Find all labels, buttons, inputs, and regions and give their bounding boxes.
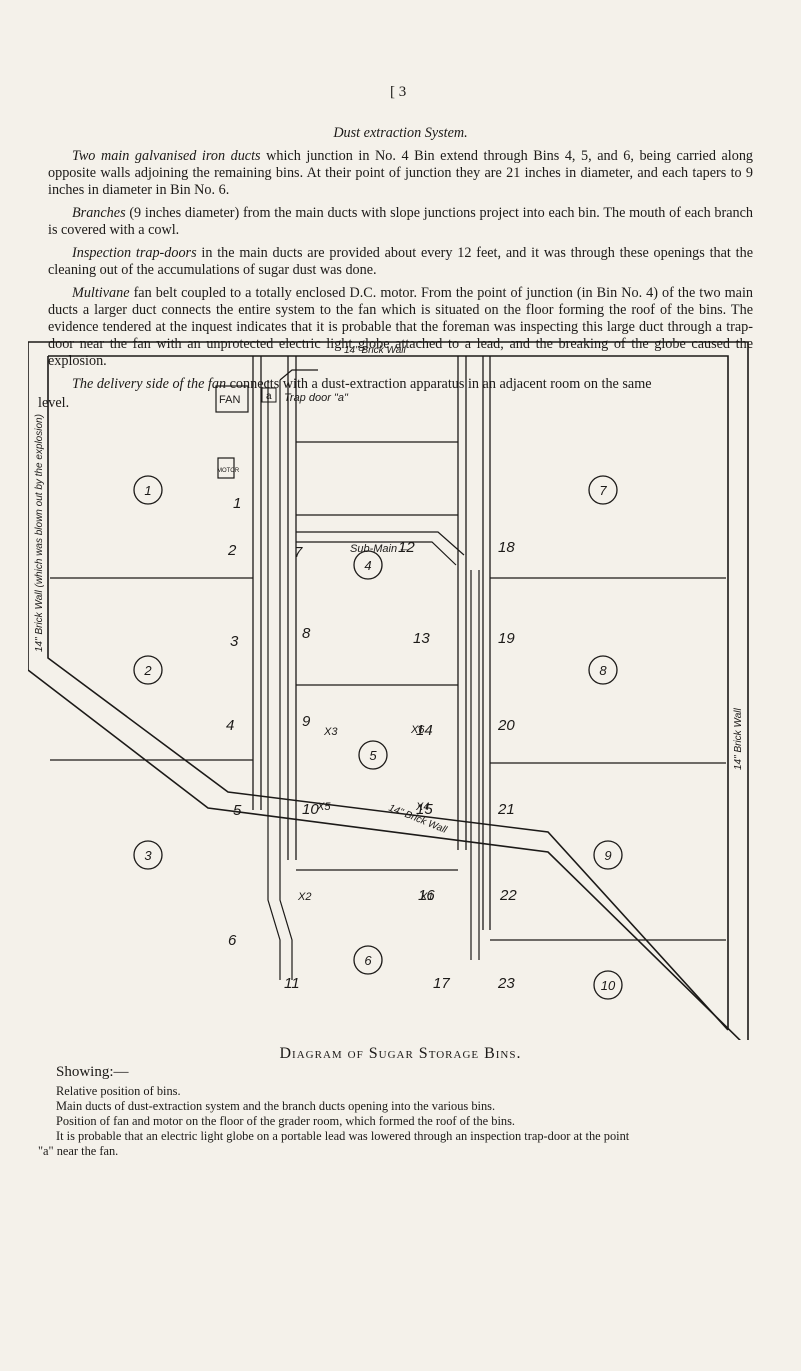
branch-number-9: 9 [302,713,311,730]
branch-number-23: 23 [497,975,515,992]
branch-number-7: 7 [294,544,303,561]
note-line: "a" near the fan. [38,1144,119,1158]
paragraph-branches: Branches (9 inches diameter) from the ma… [48,205,753,239]
branch-number-21: 21 [497,801,515,818]
bin-number-4: 4 [353,550,383,580]
point-marker: X2 [297,891,311,903]
svg-text:4: 4 [364,558,371,573]
branch-number-4: 4 [226,717,234,734]
svg-text:7: 7 [599,483,607,498]
paragraph-multivane: Multivane fan belt coupled to a totally … [48,285,753,370]
svg-text:2: 2 [143,663,152,678]
svg-text:1: 1 [144,483,151,498]
svg-text:9: 9 [604,848,611,863]
trap-door-marker: a [266,391,272,402]
bin-grid [50,356,726,941]
bin-number-3: 3 [133,840,163,870]
branch-number-10: 10 [302,801,319,818]
svg-text:3: 3 [144,848,152,863]
paragraph-text: which junction in No. 4 Bin extend throu… [48,148,754,198]
bin-number-8: 8 [588,655,618,685]
paragraph-lead: Two main galvanised iron ducts [72,148,261,164]
fan-label: FAN [219,394,240,406]
branch-number-1: 1 [233,495,241,512]
branch-number-12: 12 [398,539,415,556]
branch-number-8: 8 [302,625,311,642]
bin-number-5: 5 [358,740,388,770]
paragraph-delivery: The delivery side of the fan connects wi… [48,376,753,393]
branch-number-14: 14 [416,722,433,739]
paragraph-text: in the main ducts are provided about eve… [48,245,753,278]
diagram-notes: Showing:— Relative position of bins. Mai… [38,1064,756,1159]
point-marker: X3 [323,726,338,738]
point-marker: X1 [419,891,433,903]
paragraph-trap-doors: Inspection trap-doors in the main ducts … [48,245,753,279]
bin-diagram: FAN MOTOR a Trap door "a" Sub-Main ← 14"… [27,340,773,1049]
note-line: Relative position of bins. [56,1084,181,1098]
branch-number-5: 5 [233,802,242,819]
branch-number-16: 16 [418,887,435,904]
paragraph-lead: The delivery side of the fan [72,376,227,392]
body-text: Dust extraction System. Two main galvani… [38,125,753,412]
svg-text:10: 10 [601,978,616,993]
notes-heading: Showing:— [56,1064,129,1080]
branch-number-6: 6 [228,932,237,949]
point-marker: X5 [316,801,331,813]
bin-number-10: 10 [593,970,623,1000]
note-line: Main ducts of dust-extraction system and… [56,1099,496,1113]
svg-text:5: 5 [369,748,377,763]
branch-number-18: 18 [498,539,515,556]
section-title: Dust extraction System. [333,125,468,141]
top-wall-label: 14" Brick Wall [344,345,406,356]
svg-text:8: 8 [599,663,607,678]
trap-door-marker-box [261,387,277,403]
branch-number-19: 19 [498,630,515,647]
trap-door-label: Trap door "a" [284,392,349,404]
paragraph-text: (9 inches diameter) from the main ducts … [48,205,753,238]
bin-number-6: 6 [353,945,383,975]
paragraph-lead: Inspection trap-doors [72,245,197,261]
sub-main-label: Sub-Main [350,543,397,555]
right-wall-label: 14" Brick Wall [733,708,744,770]
branch-number-2: 2 [227,542,237,559]
branch-number-22: 22 [499,887,517,904]
motor-label: MOTOR [217,468,240,474]
bin-number-9: 9 [593,840,623,870]
branch-number-13: 13 [413,630,430,647]
left-wall-label: 14" Brick Wall (which was blown out by t… [34,414,45,652]
branch-number-15: 15 [416,801,433,818]
diagram-caption: Diagram of Sugar Storage Bins. [279,1045,522,1062]
branch-number-17: 17 [433,975,450,992]
point-marker: X6 [410,724,425,736]
point-marker: X4 [415,801,429,813]
branch-number-11: 11 [284,975,300,992]
page-number: [ 3 [390,84,407,100]
outer-walls [27,341,749,1049]
fan-box [215,385,249,413]
note-line: Position of fan and motor on the floor o… [56,1114,516,1128]
bin-number-1: 1 [133,475,163,505]
branch-number-20: 20 [497,717,515,734]
motor-box [217,457,235,479]
paragraph-text: fan belt coupled to a totally enclosed D… [48,285,753,369]
bin-number-2: 2 [133,655,163,685]
paragraph-main-ducts: Two main galvanised iron ducts which jun… [48,148,753,199]
paragraph-end: level. [38,395,70,411]
paragraph-lead: Multivane [72,285,130,301]
svg-text:6: 6 [364,953,372,968]
paragraph-text: connects with a dust-extraction apparatu… [226,376,652,392]
paragraph-lead: Branches [72,205,126,221]
note-line: It is probable that an electric light gl… [56,1129,630,1143]
sub-main-arrow: ← [398,540,411,555]
branch-number-3: 3 [230,633,239,650]
bin-number-7: 7 [588,475,618,505]
main-ducts [267,369,480,980]
